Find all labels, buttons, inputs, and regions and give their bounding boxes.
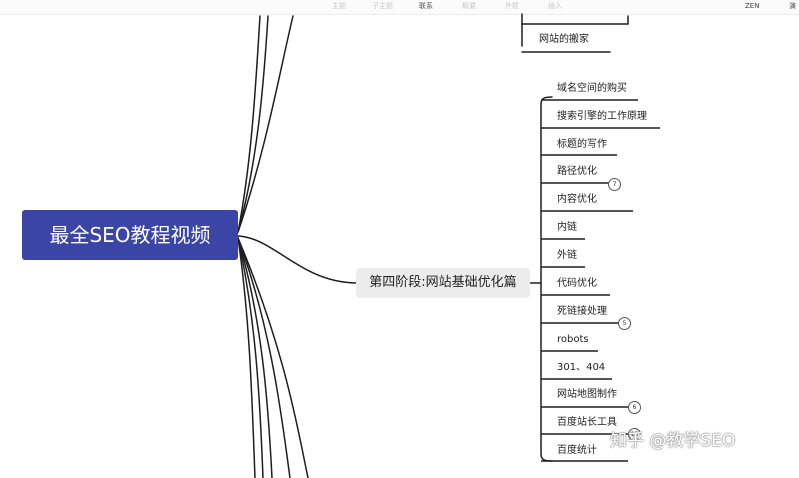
root-branch-down-5 [237,237,309,478]
root-branch-down-3 [237,237,273,478]
node-baidu-webmaster-tools[interactable]: 百度站长工具 [557,417,617,428]
node-domain-hosting[interactable]: 域名空间的购买 [557,83,627,94]
node-website-migration[interactable]: 网站的搬家 [539,34,589,45]
toolbar-present[interactable]: 演 [789,2,796,10]
root-to-stage [237,235,357,284]
top-node-border [521,15,629,25]
node-code-optimization[interactable]: 代码优化 [557,278,597,289]
node-robots[interactable]: robots [557,334,589,345]
toolbar-insert[interactable]: 插入 [548,2,562,10]
collapse-badge-path-optimization[interactable]: 7 [608,178,621,191]
node-sitemap[interactable]: 网站地图制作 [557,389,617,400]
node-external-links[interactable]: 外链 [557,250,577,261]
stage-four-node[interactable]: 第四阶段:网站基础优化篇 [356,268,530,298]
node-internal-links[interactable]: 内链 [557,222,577,233]
node-path-optimization[interactable]: 路径优化 [557,166,597,177]
toolbar-subtopic[interactable]: 子主题 [372,2,393,10]
root-branch-up-1 [237,15,261,233]
collapse-badge-dead-link[interactable]: 5 [618,317,631,330]
root-branch-down-2 [237,237,264,478]
toolbar: 主题 子主题 联系 概要 外框 插入 ZEN 演 [0,0,799,15]
toolbar-relationship[interactable]: 联系 [419,2,433,10]
node-baidu-analytics[interactable]: 百度统计 [557,445,597,456]
collapse-badge-sitemap[interactable]: 6 [628,401,641,414]
toolbar-summary[interactable]: 概要 [462,2,476,10]
node-content-optimization[interactable]: 内容优化 [557,194,597,205]
root-branch-down-1 [237,237,256,478]
root-branch-up-3 [237,15,294,233]
root-branch-up-2 [237,15,269,233]
toolbar-zen[interactable]: ZEN [745,2,760,10]
node-dead-link-handling[interactable]: 死链接处理 [557,306,607,317]
root-branch-down-4 [237,237,291,478]
node-301-404[interactable]: 301、404 [557,362,606,373]
mindmap-root-node[interactable]: 最全SEO教程视频 [22,210,238,260]
toolbar-boundary[interactable]: 外框 [505,2,519,10]
toolbar-topic[interactable]: 主题 [332,2,346,10]
collapse-badge-webmaster-tools[interactable]: 13 [628,428,641,441]
node-title-writing[interactable]: 标题的写作 [557,139,607,150]
node-search-engine-principles[interactable]: 搜索引擎的工作原理 [557,111,647,122]
watermark: 知乎 @教学SEO [610,431,736,451]
